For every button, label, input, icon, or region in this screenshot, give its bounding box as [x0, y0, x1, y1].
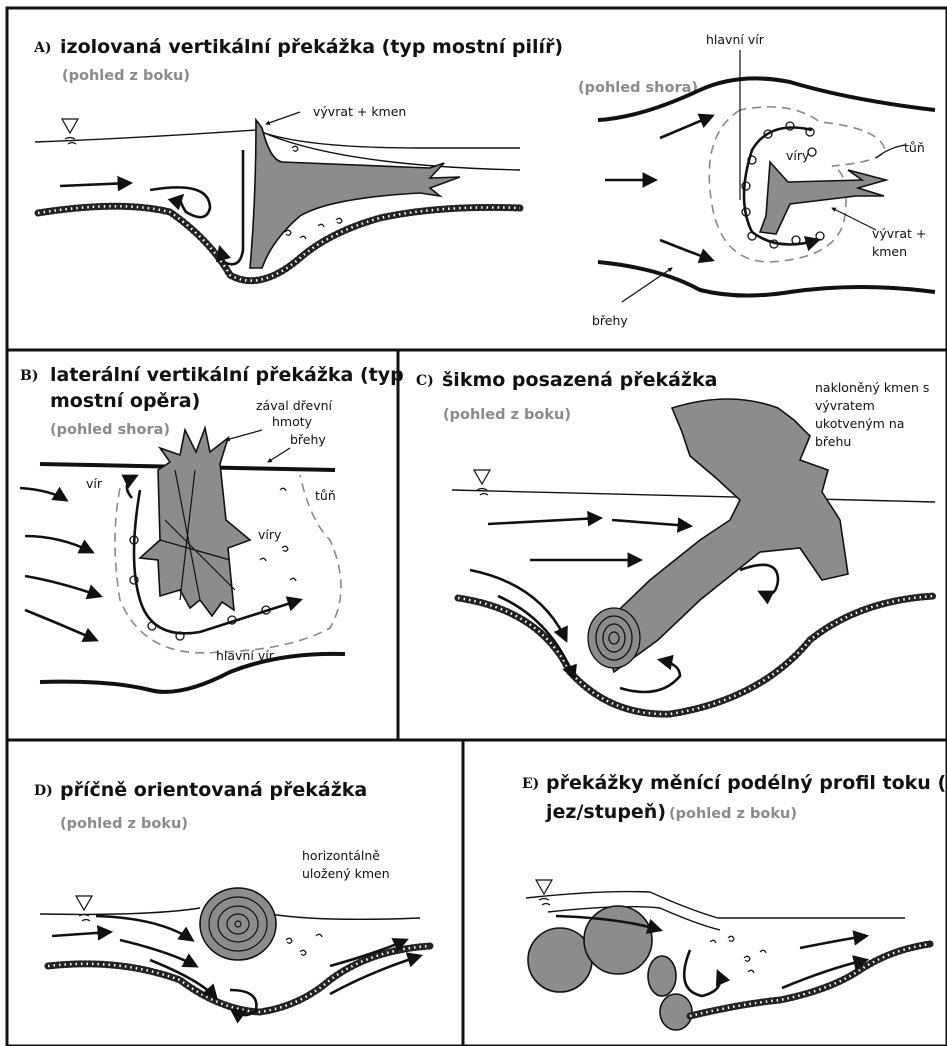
flow-top-a2 [660, 116, 712, 138]
panel-a-top-view: hlavní vír víry tůň vývrat + kmen břehy [592, 32, 935, 328]
horizontal-log-d [200, 888, 276, 960]
pointer-banks-a [622, 268, 672, 302]
label-vortex-b: vír [86, 476, 103, 491]
panel-b: B) laterální vertikální překážka (typ mo… [20, 364, 404, 692]
pointer-banks-b [268, 448, 290, 462]
panel-a-letter: A) [33, 40, 52, 56]
label-main-vortex-b: hlavní vír [216, 648, 275, 663]
panel-a-top-view-label: (pohled shora) [578, 80, 698, 96]
panel-c: C) šikmo posazená překážka (pohled z bok… [416, 369, 935, 714]
label-pool-a: tůň [904, 140, 925, 155]
water-surface-d [40, 908, 200, 914]
panel-a-side-view: vývrat + kmen [35, 104, 520, 281]
panel-b-letter: B) [20, 368, 38, 384]
flow-b2 [25, 536, 92, 552]
flow-eddy-e [684, 950, 720, 996]
tree-root-trunk-side [250, 120, 460, 268]
water-surface-c [452, 490, 935, 502]
flow-b4 [25, 610, 96, 640]
panel-a-side-view-label: (pohled z boku) [62, 68, 190, 84]
label-vortices-b: víry [258, 527, 282, 542]
panel-e: E) překážky měnící podélný profil toku (… [522, 772, 947, 1030]
flow-e3 [800, 936, 866, 948]
label-debris-2: hmoty [272, 414, 313, 429]
flow-d2 [96, 916, 192, 940]
panel-c-title: šikmo posazená překážka [442, 369, 717, 391]
panel-e-view-label: (pohled z boku) [669, 806, 797, 822]
trunk-end-rings-c [588, 608, 640, 668]
label-banks-a: břehy [592, 313, 628, 328]
label-c-4: břehu [815, 434, 851, 449]
flow-vortex-b [127, 476, 136, 498]
riverbed-e [690, 944, 930, 1016]
pointer-debris [226, 430, 262, 440]
flow-c1 [488, 518, 600, 524]
panel-d-letter: D) [34, 783, 53, 799]
panel-b-title-2: mostní opěra) [50, 390, 200, 412]
small-eddies-e [710, 936, 766, 973]
panel-d-title: příčně orientovaná překážka [60, 779, 367, 801]
pointer-trunk-top [832, 208, 876, 230]
flow-d1 [52, 932, 110, 936]
panel-e-title-1: překážky měnící podélný profil toku (typ [546, 772, 947, 794]
water-level-symbol-d [76, 896, 92, 910]
boulders-e [528, 906, 692, 1030]
label-d-1: horizontálně [302, 848, 380, 863]
panel-a-frame [7, 8, 947, 350]
water-level-ticks-c [477, 489, 488, 496]
panel-e-letter: E) [522, 776, 539, 792]
water-level-ticks-d [79, 915, 90, 922]
flow-eddy-c2 [620, 660, 680, 692]
flow-b3 [25, 576, 100, 596]
water-level-ticks-e [539, 899, 550, 906]
tree-root-trunk-top [760, 162, 886, 234]
label-pool-b: tůň [315, 488, 336, 503]
flow-c5 [498, 596, 574, 678]
flow-arrow-a1 [60, 183, 130, 186]
label-trunk-top-2: kmen [872, 244, 907, 259]
panel-c-letter: C) [416, 373, 434, 389]
label-c-3: ukotveným na [815, 416, 904, 431]
lower-bank-b [40, 654, 345, 692]
panel-a-title: izolovaná vertikální překážka (typ mostn… [60, 36, 563, 58]
water-level-symbol [62, 119, 78, 133]
flow-c2 [612, 520, 690, 526]
label-trunk-top-1: vývrat + [872, 226, 926, 241]
water-level-symbol-e [536, 880, 552, 894]
label-main-vortex-a: hlavní vír [706, 32, 765, 47]
flow-eddy-c1 [740, 565, 778, 594]
lower-bank-a [598, 262, 935, 296]
label-trunk-side: vývrat + kmen [313, 104, 406, 119]
flow-b1 [20, 488, 66, 500]
label-c-1: nakloněný kmen s [815, 380, 929, 395]
water-surface-d2 [270, 914, 420, 919]
label-banks-b: břehy [290, 432, 326, 447]
water-surface-a [35, 130, 520, 148]
panel-c-view-label: (pohled z boku) [443, 407, 571, 423]
panel-e-title-2: jez/stupeň) [545, 801, 666, 823]
panel-a: A) izolovaná vertikální překážka (typ mo… [33, 32, 935, 328]
flow-downward-a [220, 150, 243, 264]
water-surface-e [526, 892, 905, 918]
small-eddies-d [286, 934, 322, 955]
panel-d-view-label: (pohled z boku) [60, 816, 188, 832]
label-debris-1: zával dřevní [256, 398, 333, 413]
water-level-symbol-c [474, 470, 490, 484]
pointer-trunk-side [266, 112, 300, 124]
label-d-2: uložený kmen [302, 866, 390, 881]
flow-top-a3 [660, 240, 712, 260]
panel-b-title-1: laterální vertikální překážka (typ [50, 364, 404, 386]
panel-b-view-label: (pohled shora) [50, 422, 170, 438]
label-vortices-a: víry [786, 148, 810, 163]
panel-d: D) příčně orientovaná překážka (pohled z… [34, 779, 430, 1015]
label-c-2: vývratem [815, 398, 875, 413]
